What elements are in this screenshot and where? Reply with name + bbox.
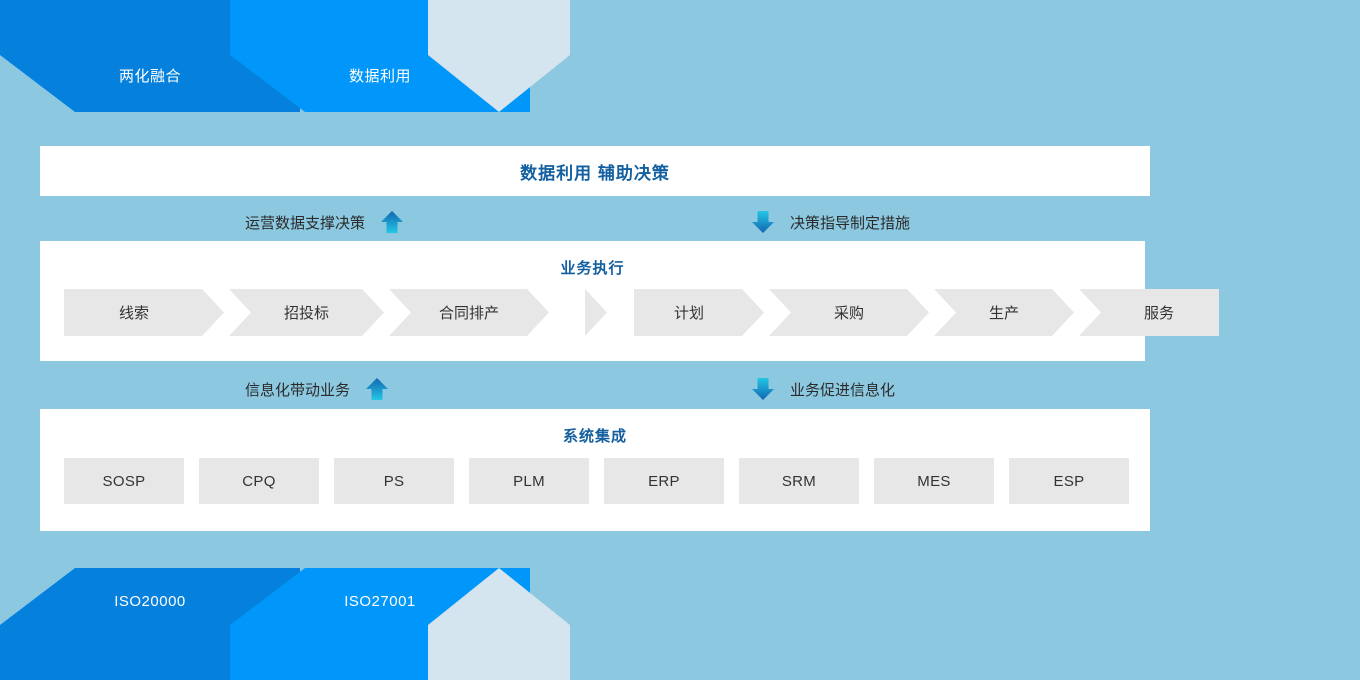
system-box-label: PS xyxy=(383,472,405,490)
business-steps-left-group: 线索 招投标 合同排产 xyxy=(64,289,554,336)
system-box-ps[interactable]: PS xyxy=(334,458,454,504)
system-box-label: SRM xyxy=(781,472,817,490)
relation-label-it-drives-business: 信息化带动业务 xyxy=(245,381,351,399)
business-step-chevron[interactable]: 招投标 xyxy=(229,289,384,336)
arrow-down-icon xyxy=(752,211,774,233)
relation-row-informatization: 信息化带动业务 业务促进信息化 xyxy=(40,370,1150,408)
system-box-label: PLM xyxy=(513,472,545,490)
system-box-mes[interactable]: MES xyxy=(874,458,994,504)
business-step-label: 采购 xyxy=(833,305,864,322)
system-box-cpq[interactable]: CPQ xyxy=(199,458,319,504)
business-step-label: 服务 xyxy=(1143,305,1174,322)
system-box-erp[interactable]: ERP xyxy=(604,458,724,504)
system-box-label: ESP xyxy=(1053,472,1085,490)
bottom-banner-band-2-label: ISO27001 xyxy=(344,593,416,610)
system-box-label: SOSP xyxy=(102,472,146,490)
business-step-label: 生产 xyxy=(988,305,1019,322)
business-execution-heading: 业务执行 xyxy=(560,260,625,277)
business-step-chevron[interactable]: 采购 xyxy=(769,289,929,336)
business-step-label: 线索 xyxy=(118,305,149,322)
relation-right-group-2: 业务促进信息化 xyxy=(750,376,895,402)
bottom-banner-band-1-label: ISO20000 xyxy=(114,593,186,610)
business-step-chevron[interactable]: 生产 xyxy=(934,289,1074,336)
title-panel: 数据利用 辅助决策 xyxy=(40,146,1150,196)
arrow-up-icon xyxy=(366,378,389,400)
page-title: 数据利用 辅助决策 xyxy=(520,163,670,183)
business-steps-right-group: 计划 采购 生产 服务 xyxy=(585,289,1224,336)
business-steps-leading-chevron xyxy=(585,289,607,336)
system-box-sosp[interactable]: SOSP xyxy=(64,458,184,504)
relation-left-group-2: 信息化带动业务 xyxy=(245,376,390,402)
top-banner: 两化融合 数据利用 xyxy=(0,0,570,112)
relation-row-decision: 运营数据支撑决策 决策指导制定措施 xyxy=(40,203,1150,241)
arrow-down-icon xyxy=(752,378,774,400)
system-box-label: MES xyxy=(917,472,951,490)
system-integration-panel: 系统集成 SOSP CPQ PS PLM ERP SRM MES ESP xyxy=(40,409,1150,531)
system-box-srm[interactable]: SRM xyxy=(739,458,859,504)
business-step-chevron[interactable]: 合同排产 xyxy=(389,289,549,336)
relation-left-group-1: 运营数据支撑决策 xyxy=(245,209,405,235)
business-step-label: 计划 xyxy=(673,305,704,322)
relation-label-ops-supports-decision: 运营数据支撑决策 xyxy=(245,214,366,232)
system-box-esp[interactable]: ESP xyxy=(1009,458,1129,504)
relation-right-group-1: 决策指导制定措施 xyxy=(750,209,910,235)
business-step-label: 合同排产 xyxy=(438,305,499,322)
system-integration-heading: 系统集成 xyxy=(562,428,627,445)
system-box-label: CPQ xyxy=(242,472,276,490)
top-banner-band-2-label: 数据利用 xyxy=(348,68,411,85)
system-box-label: ERP xyxy=(648,472,680,490)
business-step-chevron[interactable]: 计划 xyxy=(634,289,764,336)
system-list: SOSP CPQ PS PLM ERP SRM MES ESP xyxy=(64,458,1129,504)
bottom-banner: ISO20000 ISO27001 xyxy=(0,568,570,680)
relation-label-decision-guides-measures: 决策指导制定措施 xyxy=(790,214,911,232)
business-execution-panel: 业务执行 线索 招投标 合同排产 计划 采购 生产 服务 xyxy=(40,241,1219,361)
business-step-chevron[interactable]: 服务 xyxy=(1079,289,1219,336)
business-step-label: 招投标 xyxy=(283,305,329,322)
top-banner-band-1-label: 两化融合 xyxy=(118,68,181,85)
system-box-plm[interactable]: PLM xyxy=(469,458,589,504)
relation-label-business-promotes-it: 业务促进信息化 xyxy=(790,381,896,399)
business-step-chevron[interactable]: 线索 xyxy=(64,289,224,336)
arrow-up-icon xyxy=(381,211,404,233)
